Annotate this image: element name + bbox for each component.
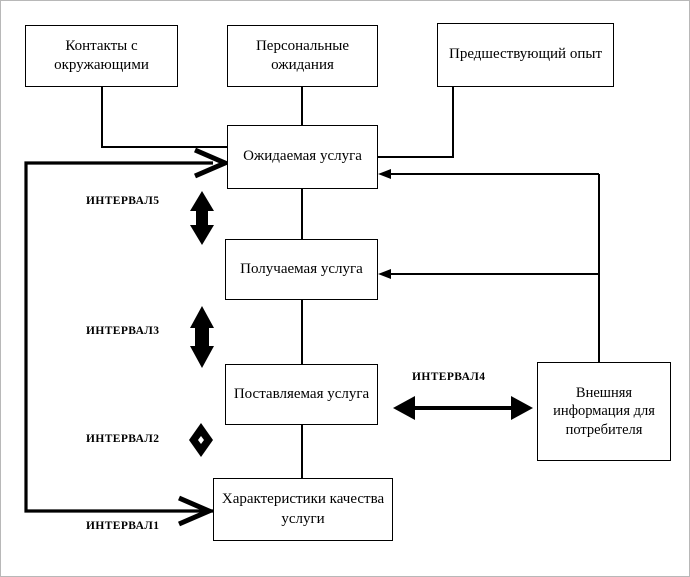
- node-received-service[interactable]: Получаемая услуга: [225, 239, 378, 300]
- gap-label-3: ИНТЕРВАЛ3: [86, 325, 160, 337]
- edge-prior-to-expected: [378, 87, 455, 159]
- node-prior-experience-label: Предшествующий опыт: [448, 46, 602, 63]
- node-contacts-label: Контакты с окружающими: [54, 37, 149, 73]
- node-quality-characteristics[interactable]: Характеристики качества услуги: [213, 478, 393, 541]
- node-personal-expectations[interactable]: Персональные ожидания: [227, 25, 378, 87]
- node-expected-service-label: Ожидаемая услуга: [243, 148, 362, 165]
- arrowhead-loop-into-expected: [194, 147, 232, 179]
- node-prior-experience[interactable]: Предшествующий опыт: [437, 23, 614, 87]
- node-personal-expectations-label: Персональные ожидания: [255, 37, 350, 73]
- node-delivered-service-label: Поставляемая услуга: [233, 385, 370, 402]
- gap2-arrow-center-hole: [198, 436, 204, 444]
- node-received-service-label: Получаемая услуга: [240, 260, 363, 277]
- edge-contacts-to-expected: [100, 87, 227, 149]
- arrowhead-loop-into-quality: [178, 495, 216, 527]
- gap3-arrow-shape: [190, 306, 214, 368]
- node-contacts[interactable]: Контакты с окружающими: [25, 25, 178, 87]
- gap-label-5: ИНТЕРВАЛ5: [86, 195, 160, 207]
- gap-label-2: ИНТЕРВАЛ2: [86, 433, 160, 445]
- arrowhead-external-to-expected: [378, 169, 391, 179]
- arrowhead-group-left: [378, 169, 391, 279]
- gap4-arrow-shape: [393, 396, 533, 420]
- gap-label-1: ИНТЕРВАЛ1: [86, 520, 160, 532]
- node-delivered-service[interactable]: Поставляемая услуга: [225, 364, 378, 425]
- arrowhead-external-to-received: [378, 269, 391, 279]
- gap-label-4: ИНТЕРВАЛ4: [412, 371, 486, 383]
- edge-quality-feedback-loop: [24, 161, 213, 513]
- node-external-information-label: Внешняя информация для потребителя: [553, 384, 655, 438]
- node-expected-service[interactable]: Ожидаемая услуга: [227, 125, 378, 189]
- node-quality-characteristics-label: Характеристики качества услуги: [221, 491, 385, 527]
- node-external-information[interactable]: Внешняя информация для потребителя: [537, 362, 671, 461]
- gap5-arrow-shape: [190, 191, 214, 245]
